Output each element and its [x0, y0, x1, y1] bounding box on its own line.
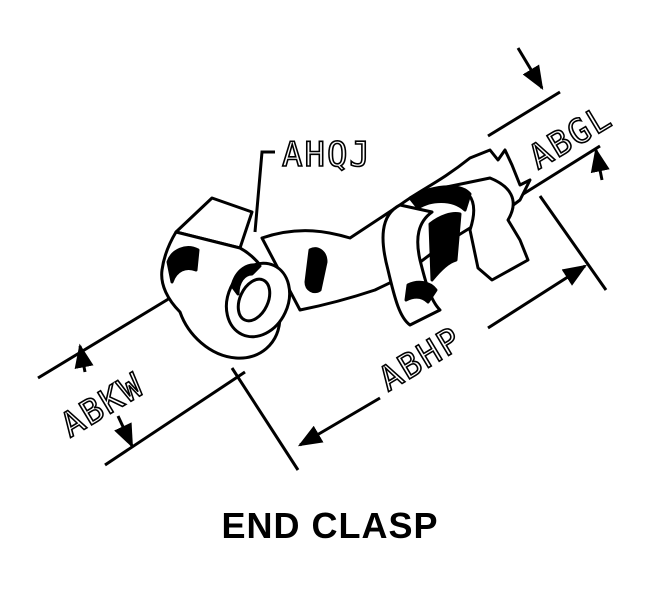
clasp-hook-band [408, 185, 472, 212]
abhp-dimension-left [297, 396, 381, 447]
clasp-eyelet-shade [230, 263, 262, 296]
abgl-arrow-top [516, 47, 544, 91]
abgl-extension-upper [487, 90, 561, 138]
label-abkw: ABKW [54, 365, 152, 446]
abgl-arrow-bottom [590, 147, 610, 181]
abhp-extension-left [230, 367, 300, 471]
label-ahqj: AHQJ [282, 135, 372, 175]
clasp-eyelet-inner [236, 277, 272, 323]
clasp-rivet-shade [304, 247, 328, 294]
clasp-left-curl [166, 246, 200, 284]
label-abhp: ABHP [372, 319, 470, 400]
extension-line-left-lower [104, 370, 246, 467]
diagram-title: END CLASP [221, 505, 439, 546]
ahqj-leader-line [253, 150, 275, 233]
abkw-arrow-top [74, 343, 94, 373]
abgl-extension-lower [519, 144, 601, 198]
clasp-part [160, 148, 532, 360]
abkw-arrow-bottom [114, 415, 134, 449]
clasp-hook-band-inner [428, 212, 462, 282]
clasp-hook-band-lower [404, 280, 438, 304]
dimension-lines [37, 47, 610, 471]
abhp-extension-right [538, 195, 608, 291]
extension-line-left-upper [37, 290, 181, 380]
abhp-dimension-right [487, 264, 588, 330]
